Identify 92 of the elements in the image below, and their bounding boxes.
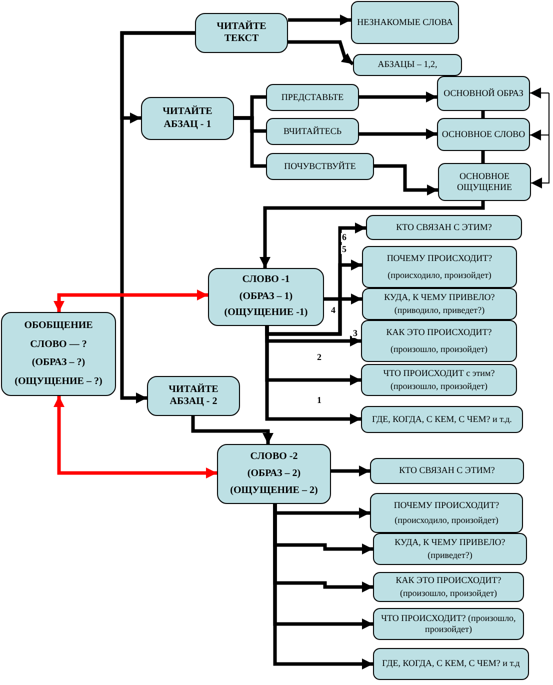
- edge-label: 5: [341, 245, 348, 254]
- node-text: СЛОВО -2: [250, 450, 298, 464]
- process-box: [147, 376, 240, 416]
- process-box: [361, 406, 523, 433]
- process-box: [373, 648, 529, 680]
- connector-line: [234, 116, 266, 168]
- node-text: ОБОБЩЕНИЕ: [24, 320, 93, 332]
- process-box: [266, 118, 359, 145]
- node-text: КАК ЭТО ПРОИСХОДИТ?: [386, 327, 492, 338]
- arrow: [359, 92, 437, 102]
- process-box: [437, 76, 530, 111]
- node-text: ВЧИТАЙТЕСЬ: [283, 126, 342, 138]
- node-text: ЧИТАЙТЕ АБЗАЦ - 1: [162, 106, 214, 131]
- process-box: [362, 288, 517, 320]
- node-text: (ОБРАЗ – 1): [239, 290, 293, 304]
- node-text: ПОЧУВСТВУЙТЕ: [284, 160, 356, 172]
- process-box: [351, 1, 459, 44]
- edge-label: 1: [316, 396, 322, 405]
- node-text: КАК ЭТО ПРОИСХОДИТ?: [396, 575, 502, 586]
- node-text: КТО СВЯЗАН С ЭТИМ?: [399, 465, 495, 477]
- node-text: (ОБРАЗ – 2): [247, 468, 301, 480]
- node-text: ЧТО ПРОИСХОДИТ с этим?: [383, 368, 495, 380]
- edge-label: 4: [330, 306, 336, 315]
- process-box: [437, 118, 530, 151]
- arrow: [273, 504, 373, 670]
- node-text: ЧИТАЙТЕ АБЗАЦ - 2: [168, 384, 220, 408]
- process-box: [361, 364, 517, 396]
- process-box: [141, 97, 234, 140]
- node-text: ГДЕ, КОГДА, С КЕМ, С ЧЕМ? и т.д: [382, 658, 520, 670]
- arrow: [530, 88, 550, 98]
- node-text: (происходило, произойдет): [394, 515, 498, 526]
- process-box: [373, 608, 524, 640]
- arrow: [120, 31, 195, 404]
- node-text: ГДЕ, КОГДА, С КЕМ, С ЧЕМ? и т.д.: [372, 414, 512, 426]
- node-text: НЕЗНАКОМЫЕ СЛОВА: [357, 16, 453, 28]
- process-box: [208, 268, 324, 326]
- process-box: [438, 163, 531, 201]
- process-box: [366, 215, 522, 240]
- node-text: (ОЩУЩЕНИЕ -1): [224, 307, 308, 320]
- arrow: [530, 92, 550, 188]
- arrow: [374, 164, 438, 196]
- node-text: ОСНОВНОЕ СЛОВО: [442, 128, 526, 140]
- process-box: [217, 444, 331, 504]
- process-box: [266, 153, 374, 180]
- node-text: ПОЧЕМУ ПРОИСХОДИТ?: [394, 500, 500, 511]
- node-text: (ОБРАЗ – ?): [32, 357, 86, 370]
- double-arrow: [54, 290, 208, 312]
- connector-line: [481, 151, 485, 163]
- double-arrow: [54, 396, 217, 478]
- node-text: СЛОВО -1: [242, 274, 290, 287]
- process-box: [1, 312, 116, 396]
- edge-label: 2: [316, 353, 322, 362]
- arrow: [324, 294, 362, 304]
- arrow: [331, 466, 370, 476]
- arrow: [359, 128, 437, 140]
- node-text: (произошло, произойдет): [400, 588, 497, 599]
- node-text: КТО СВЯЗАН С ЭТИМ?: [396, 222, 492, 234]
- node-text: (произошло, произойдет): [390, 344, 488, 355]
- connector-line: [481, 111, 485, 118]
- process-box: [373, 572, 524, 602]
- node-text: (происходило, произойдет): [388, 270, 492, 281]
- node-text: (приводило, приведет?): [394, 304, 485, 316]
- node-text: ОСНОВНОЕ ОЩУЩЕНИЕ: [456, 170, 514, 194]
- node-text: КУДА, К ЧЕМУ ПРИВЕЛО?: [394, 536, 506, 548]
- process-box: [373, 533, 527, 565]
- process-box: [370, 458, 524, 484]
- arrow: [288, 40, 354, 66]
- arrow: [530, 130, 550, 140]
- node-text: АБЗАЦЫ – 1,2,: [378, 59, 438, 71]
- arrow: [288, 14, 351, 26]
- process-box: [195, 13, 288, 53]
- node-text: ЧИТАЙТЕ ТЕКСТ: [216, 20, 268, 46]
- node-text: (ОЩУЩЕНИЕ – 2): [230, 484, 318, 498]
- node-text: ЧТО ПРОИСХОДИТ? (произошло, произойдет): [380, 612, 517, 636]
- arrow: [265, 326, 361, 424]
- process-box: [370, 493, 523, 533]
- arrow: [260, 201, 485, 268]
- process-box: [266, 84, 359, 111]
- node-text: ОСНОВНОЙ ОБРАЗ: [444, 88, 524, 100]
- process-box: [353, 54, 462, 76]
- process-box: [362, 246, 517, 288]
- node-text: КУДА, К ЧЕМУ ПРИВЕЛО?: [384, 292, 495, 304]
- node-text: СЛОВО — ?: [30, 338, 87, 351]
- node-text: ПОЧЕМУ ПРОИСХОДИТ?: [386, 253, 492, 264]
- node-text: (приведет?): [428, 550, 472, 562]
- node-text: (произошло, произойдет): [390, 380, 488, 392]
- process-box: [361, 320, 517, 362]
- edge-label: 3: [352, 329, 358, 338]
- edge-label: 6: [341, 233, 348, 242]
- node-text: (ОЩУЩЕНИЕ – ?): [14, 376, 102, 388]
- node-text: ПРЕДСТАВЬТЕ: [281, 92, 344, 104]
- arrow: [191, 416, 274, 444]
